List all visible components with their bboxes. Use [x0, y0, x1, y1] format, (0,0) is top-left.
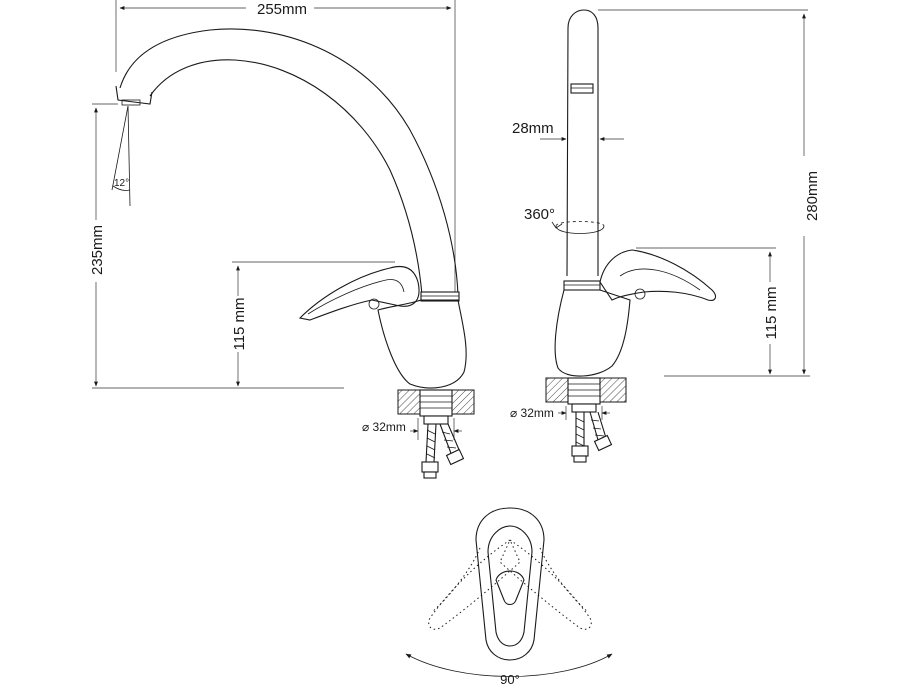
- handle-height-left-label: 115 mm: [231, 297, 248, 350]
- swivel-label: 360°: [524, 206, 555, 223]
- front-view: 28mm 360° 280mm 115 mm: [510, 9, 821, 463]
- side-view: 255mm 12° 235mm 115 mm: [89, 0, 475, 479]
- body-diameter-label: 28mm: [512, 120, 554, 137]
- handle-height-right-label: 115 mm: [763, 286, 780, 339]
- top-view: 90°: [405, 507, 613, 687]
- pipe-diameter-right-label: ⌀ 32mm: [510, 406, 554, 420]
- pipe-diameter-left-label: ⌀ 32mm: [362, 420, 406, 434]
- spout-arc: [119, 28, 459, 296]
- lever-handle-front: [599, 249, 717, 301]
- spout-height-label: 235mm: [89, 225, 106, 275]
- height-total-label: 280mm: [804, 171, 821, 221]
- faucet-body: [377, 299, 467, 389]
- lever-handle: [298, 265, 420, 321]
- spout-angle-label: 12°: [114, 178, 129, 189]
- width-total-label: 255mm: [257, 1, 307, 18]
- lever-angle-label: 90°: [500, 672, 520, 687]
